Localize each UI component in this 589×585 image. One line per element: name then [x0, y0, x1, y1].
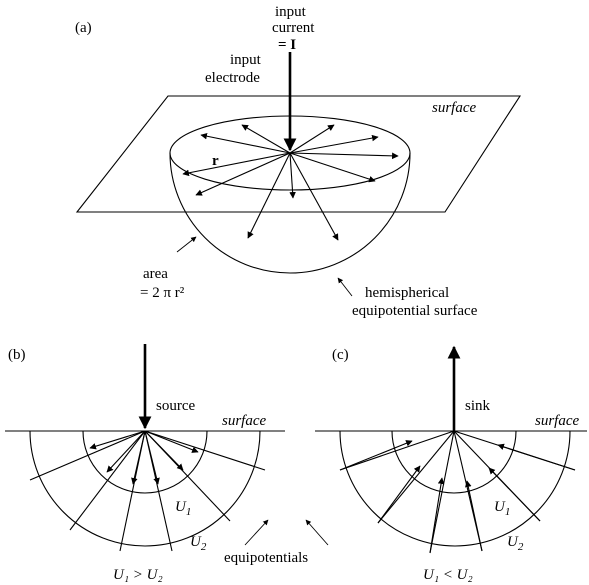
- source-label: source: [156, 398, 195, 414]
- u2-label-b: U2: [190, 534, 207, 553]
- panel-b: (b) surface source U1 U2 U₁ > U₂: [5, 344, 285, 583]
- field-arrows-b: [90, 431, 198, 484]
- input-electrode-label-2: electrode: [205, 70, 260, 86]
- hemisphere-bowl: [170, 153, 410, 273]
- surface-label-c: surface: [535, 413, 580, 429]
- panel-b-tag: (b): [8, 347, 26, 363]
- equipotentials-label: equipotentials: [224, 550, 308, 566]
- u2-label-c: U2: [507, 534, 524, 553]
- sink-label: sink: [465, 398, 491, 414]
- input-current-label-1: input: [275, 4, 307, 20]
- area-pointer: [177, 237, 196, 252]
- panel-c-tag: (c): [332, 347, 349, 363]
- surface-label-b: surface: [222, 413, 267, 429]
- equipotentials-callout: equipotentials: [224, 520, 328, 566]
- field-lines-b: [30, 431, 265, 551]
- hemisphere-label-2: equipotential surface: [352, 303, 478, 319]
- panel-a: (a) surface input current = I input elec…: [75, 4, 520, 319]
- area-label-2: = 2 π r²: [140, 285, 185, 301]
- relation-c: U₁ < U₂: [423, 567, 473, 583]
- equipotential-outer-b: [30, 431, 260, 546]
- u1-label-c: U1: [494, 499, 510, 518]
- input-current-label-2: current: [272, 20, 315, 36]
- radius-label: r: [212, 153, 219, 169]
- field-lines-c: [340, 431, 575, 553]
- hemisphere-pointer: [338, 278, 352, 296]
- u1-label-b: U1: [175, 499, 191, 518]
- panel-a-tag: (a): [75, 20, 92, 36]
- relation-b: U₁ > U₂: [113, 567, 163, 583]
- hemisphere-label-1: hemispherical: [365, 285, 449, 301]
- panel-c: (c) surface sink U1 U2 U₁ < U₂: [315, 347, 587, 583]
- input-electrode-label-1: input: [230, 52, 262, 68]
- surface-label-a: surface: [432, 100, 477, 116]
- equipotential-inner-b: [83, 431, 207, 493]
- area-label-1: area: [143, 266, 168, 282]
- equipotential-outer-c: [340, 431, 570, 546]
- input-current-label-3: = I: [278, 37, 296, 53]
